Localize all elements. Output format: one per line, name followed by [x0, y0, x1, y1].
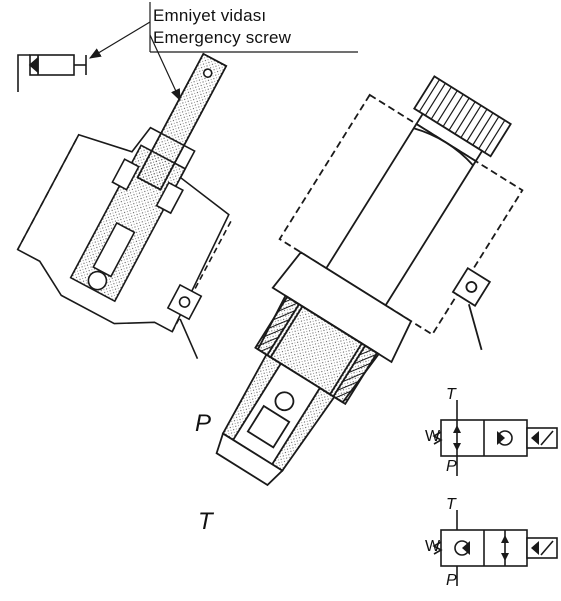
right-valve-body	[215, 75, 524, 487]
callout-leaders	[88, 2, 358, 102]
left-valve-section	[16, 52, 232, 360]
port-label-p: P	[195, 410, 212, 437]
symbol2-port-p: P	[446, 572, 457, 589]
emergency-screw-symbol	[17, 54, 87, 92]
symbol2-port-t: T	[446, 496, 456, 513]
symbol1-port-p: P	[446, 458, 457, 475]
hydraulic-symbol-normally-closed	[432, 400, 558, 476]
callout-label-turkish: Emniyet vidası	[153, 6, 267, 25]
symbol1-port-t: T	[446, 386, 456, 403]
hydraulic-symbol-normally-open	[432, 510, 558, 586]
port-label-t: T	[198, 508, 213, 535]
callout-label-english: Emergency screw	[153, 28, 292, 47]
symbol1-spring-label: W	[425, 428, 441, 445]
symbol2-spring-label: W	[425, 538, 441, 555]
